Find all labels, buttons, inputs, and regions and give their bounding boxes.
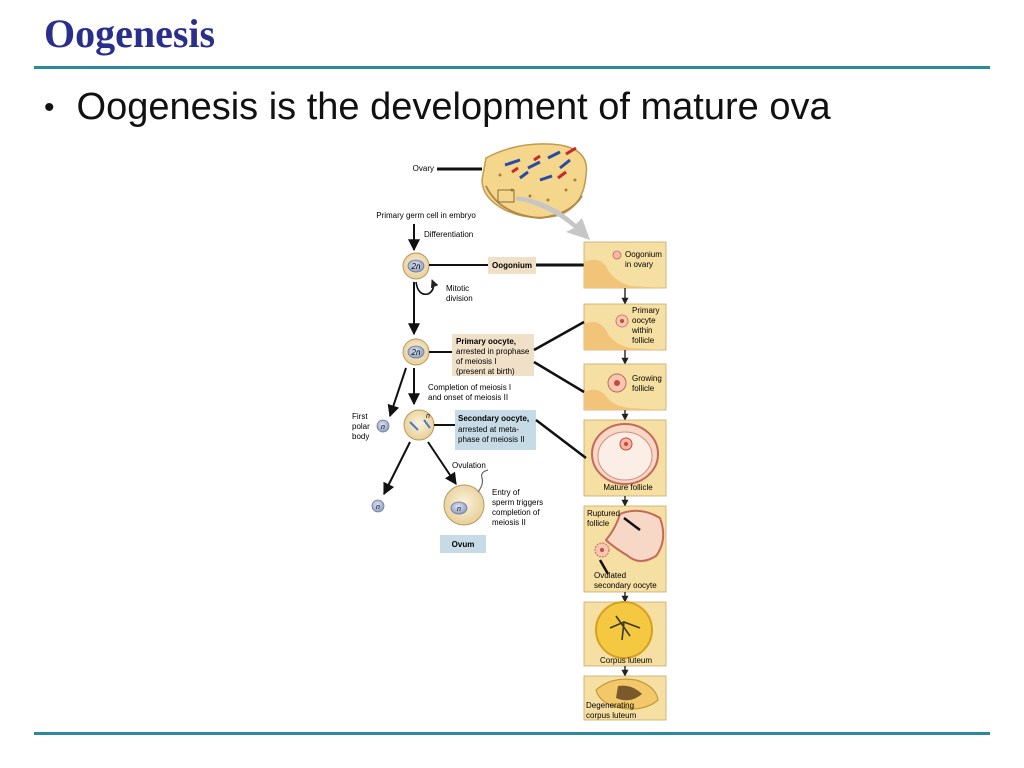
bullet-text: Oogenesis is the development of mature o…: [76, 86, 831, 128]
stage-oogonium-line-2: in ovary: [625, 260, 653, 269]
panel-corpus-luteum: Corpus luteum: [583, 601, 667, 667]
ploidy-label-ovum: n: [457, 506, 461, 513]
panel-oogonium: Oogonium in ovary: [583, 241, 667, 289]
first-polar-body-icon: [376, 419, 390, 433]
sperm-icon: [477, 469, 489, 493]
stage-degenerating-line-1: Degenerating: [586, 701, 634, 710]
ovulation-arrow: [427, 441, 457, 485]
secondary-oocyte-title: Secondary oocyte,: [458, 414, 529, 423]
panel-primary-follicle: Primary oocyte within follicle: [583, 303, 667, 351]
mitotic-label-1: Mitotic: [446, 284, 469, 293]
secondary-oocyte-box: [455, 410, 536, 450]
stage-growing-line-2: follicle: [632, 384, 655, 393]
polar-body-arrow-2: [383, 441, 411, 496]
mitotic-label-2: division: [446, 294, 473, 303]
stage-primary-line-1: Primary: [632, 306, 660, 315]
stage-growing-line-1: Growing: [632, 374, 662, 383]
title-divider: [34, 66, 990, 69]
differentiation-label: Differentiation: [424, 230, 473, 239]
first-polar-body-label-3: body: [352, 432, 369, 441]
stage-ovulated-line-1: Ovulated: [594, 571, 626, 580]
primary-to-growing-line: [533, 360, 585, 394]
ploidy-label-oogonium: 2n: [411, 262, 421, 271]
stage-primary-line-2: oocyte: [632, 316, 656, 325]
ovary-illustration: [481, 143, 588, 220]
completion-meiosis-line-1: Completion of meiosis I: [428, 383, 511, 392]
sperm-entry-line-1: Entry of: [492, 488, 520, 497]
ovum-box: [440, 535, 486, 553]
footer-divider: [34, 732, 990, 735]
secondary-to-mature-line: [535, 419, 587, 459]
panel-ruptured-follicle: Ruptured follicle Ovulated secondary ooc…: [583, 505, 667, 593]
first-polar-body-label-1: First: [352, 412, 368, 421]
primary-oocyte-line-3: (present at birth): [456, 367, 515, 376]
ploidy-label-polar-2: n: [376, 504, 380, 511]
mitotic-loop-arrow: [415, 279, 439, 296]
primary-germ-cell-label: Primary germ cell in embryo: [376, 211, 476, 220]
panel-mature-follicle: Mature follicle: [583, 419, 667, 497]
zoom-arrow-icon: [516, 196, 590, 240]
ploidy-label-polar-1: n: [381, 424, 385, 431]
ploidy-label-primary: 2n: [411, 348, 421, 357]
panel-degenerating: Degenerating corpus luteum: [583, 675, 667, 721]
stage-ruptured-line-1: Ruptured: [587, 509, 620, 518]
stage-primary-line-4: follicle: [632, 336, 655, 345]
bullet-dot-icon: •: [44, 90, 55, 124]
ploidy-label-secondary: n: [426, 413, 430, 420]
primary-oocyte-title: Primary oocyte,: [456, 337, 516, 346]
ovum-box-label: Ovum: [452, 540, 475, 549]
oogonium-box: [488, 257, 536, 274]
completion-meiosis-line-2: and onset of meiosis II: [428, 393, 508, 402]
sperm-entry-line-2: sperm triggers: [492, 498, 543, 507]
sperm-entry-line-4: meiosis II: [492, 518, 526, 527]
slide-title: Oogenesis: [44, 11, 216, 56]
stage-degenerating-line-2: corpus luteum: [586, 711, 637, 720]
stage-ovulated-line-2: secondary oocyte: [594, 581, 657, 590]
stage-ruptured-line-2: follicle: [587, 519, 610, 528]
stage-corpus-luteum-label: Corpus luteum: [600, 656, 652, 665]
second-polar-body-icon: [371, 499, 385, 513]
stage-mature-label: Mature follicle: [603, 483, 653, 492]
polar-body-arrow-1: [387, 367, 407, 418]
bullet-item: • Oogenesis is the development of mature…: [44, 86, 831, 129]
primary-to-follicle-line: [533, 320, 585, 352]
sperm-entry-line-3: completion of: [492, 508, 540, 517]
first-polar-body-label-2: polar: [352, 422, 370, 431]
secondary-oocyte-line-2: phase of meiosis II: [458, 435, 525, 444]
panel-growing-follicle: Growing follicle: [583, 363, 667, 411]
oogonium-box-label: Oogonium: [492, 261, 532, 270]
primary-oocyte-line-2: of meiosis I: [456, 357, 496, 366]
ovary-label: Ovary: [413, 164, 434, 173]
stage-primary-line-3: within: [631, 326, 652, 335]
primary-oocyte-box: [452, 334, 534, 376]
stage-oogonium-line-1: Oogonium: [625, 250, 662, 259]
ovulation-label: Ovulation: [452, 461, 486, 470]
primary-oocyte-line-1: arrested in prophase: [456, 347, 530, 356]
secondary-oocyte-line-1: arrested at meta-: [458, 425, 519, 434]
